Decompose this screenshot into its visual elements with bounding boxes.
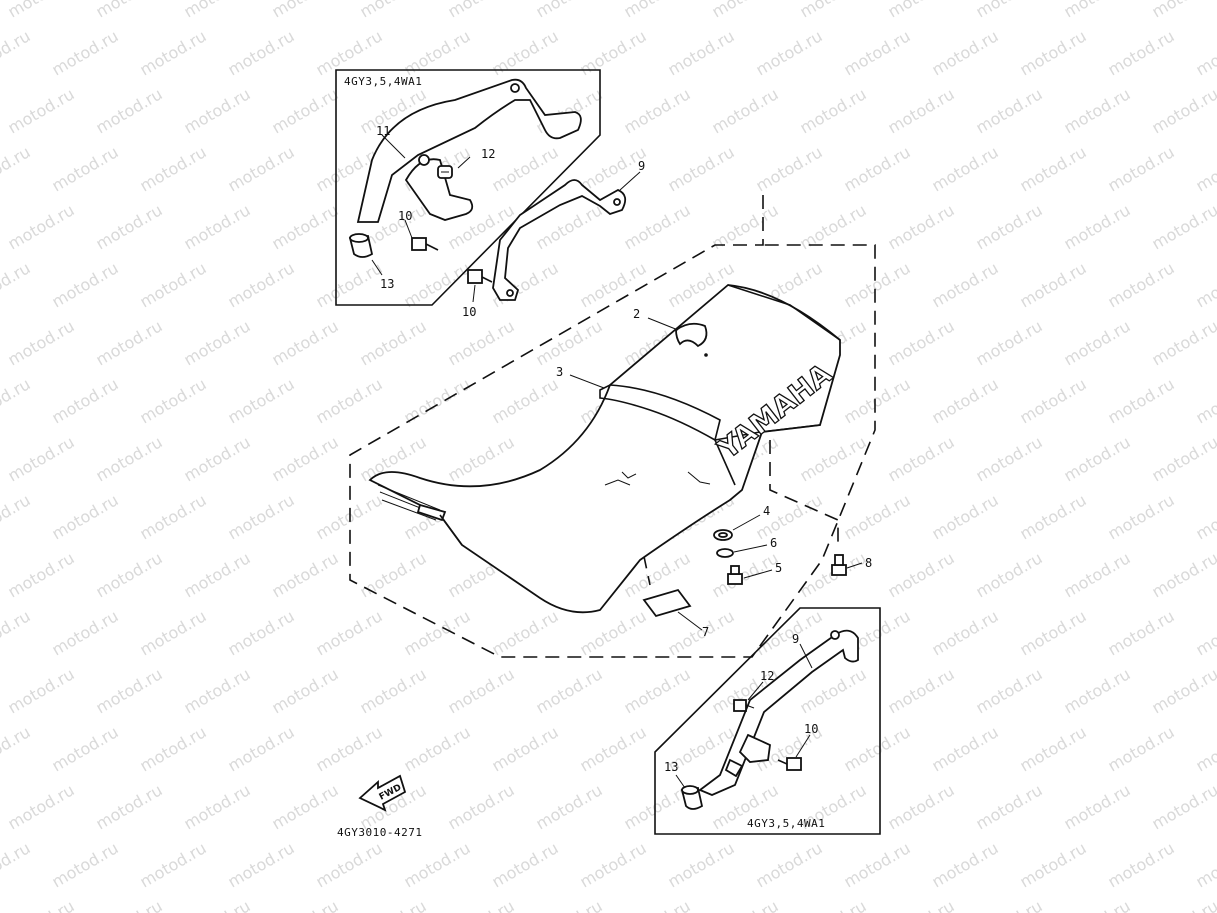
callout-10-main: 10 bbox=[462, 305, 476, 319]
cap-13-top-left bbox=[348, 233, 374, 258]
leader-3 bbox=[569, 374, 605, 389]
grab-bar-bottom-right bbox=[698, 629, 859, 796]
callout-11-top-left: 11 bbox=[376, 124, 390, 138]
leader-8-dashed bbox=[769, 440, 839, 548]
seat-rear-top bbox=[727, 284, 841, 341]
seat-side-front-edge bbox=[714, 439, 736, 486]
seat-nose-tab bbox=[416, 503, 447, 522]
grab-bar-hole-rear bbox=[510, 83, 520, 93]
seat-hook-marks bbox=[604, 471, 637, 486]
seat-emblem-2 bbox=[675, 322, 708, 348]
callout-12-top-left: 12 bbox=[481, 147, 495, 161]
bracket-9-main: 9 bbox=[492, 159, 645, 301]
callout-13-bottom-right: 13 bbox=[664, 760, 678, 774]
seat-front-lower-edge bbox=[439, 514, 463, 546]
callout-9-bottom-right: 9 bbox=[792, 632, 799, 646]
bolt-10-top-left bbox=[411, 237, 439, 251]
fwd-arrow-icon bbox=[358, 774, 407, 812]
seat-strap bbox=[599, 384, 721, 442]
nut-5: 5 bbox=[727, 561, 782, 585]
bolt-8: 8 bbox=[831, 554, 872, 576]
inset-bottom-right-model-label: 4GY3,5,4WA1 bbox=[747, 817, 825, 830]
bolt-10-bottom-right bbox=[777, 757, 802, 771]
callout-5: 5 bbox=[775, 561, 782, 575]
grab-bar-bracket bbox=[404, 158, 474, 221]
washer-4: 4 bbox=[713, 504, 770, 541]
callout-2: 2 bbox=[633, 307, 640, 321]
callout-7: 7 bbox=[702, 625, 709, 639]
fwd-arrow: FWD bbox=[358, 774, 407, 812]
callout-3: 3 bbox=[556, 365, 563, 379]
callout-10-top-left: 10 bbox=[398, 209, 412, 223]
assembly-boundary bbox=[349, 195, 876, 658]
inset-top-left-model-label: 4GY3,5,4WA1 bbox=[344, 75, 422, 88]
grab-bar-bottom-right-tab bbox=[724, 758, 744, 778]
inset-top-left: 4GY3,5,4WA1 bbox=[335, 69, 601, 306]
callout-8: 8 bbox=[865, 556, 872, 570]
diagram-code: 4GY3010-4271 bbox=[337, 826, 422, 839]
damper-7: 7 bbox=[642, 588, 709, 639]
grab-bar-hole bbox=[418, 154, 430, 166]
seat-body bbox=[368, 284, 841, 614]
bolt-12-bottom-right bbox=[733, 699, 755, 712]
inset-bottom-right: 4GY3,5,4WA1 bbox=[654, 607, 881, 835]
callout-12-bottom-right: 12 bbox=[760, 669, 774, 683]
grab-bar-part bbox=[356, 78, 582, 223]
seat-latch bbox=[687, 471, 711, 485]
callout-10-bottom-right: 10 bbox=[804, 722, 818, 736]
cap-13-bottom-right bbox=[680, 785, 704, 810]
callout-6: 6 bbox=[770, 536, 777, 550]
callout-4: 4 bbox=[763, 504, 770, 518]
callout-13-top-left: 13 bbox=[380, 277, 394, 291]
grab-bar-bottom-right-bracket bbox=[738, 733, 771, 763]
inset-bottom-right-frame bbox=[654, 607, 881, 835]
washer-6: 6 bbox=[716, 536, 777, 558]
callout-9-main: 9 bbox=[638, 159, 645, 173]
bolt-12-top-left bbox=[437, 165, 453, 179]
bolt-10-main: 10 bbox=[462, 269, 493, 319]
seat-side-upper-edge bbox=[714, 424, 821, 441]
leader-2 bbox=[647, 317, 679, 331]
